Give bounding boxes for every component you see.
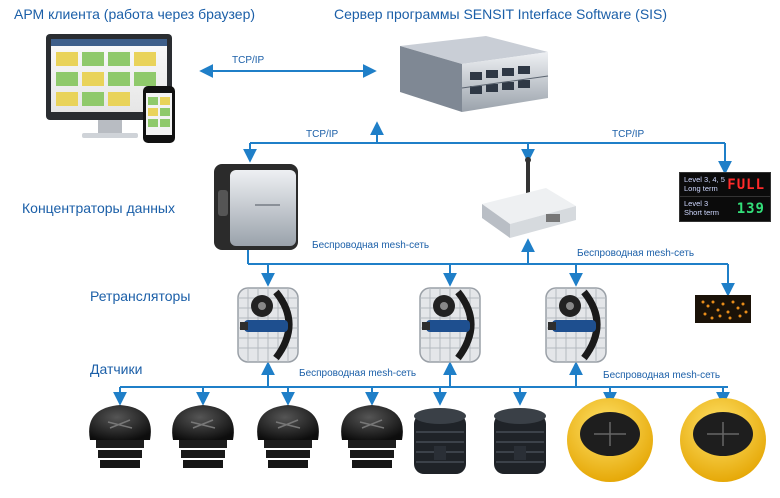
cylinder-sensor [414,408,466,474]
monitor-base [82,133,138,138]
server-label: Сервер программы SENSIT Interface Softwa… [334,6,668,22]
sensors-group [89,398,766,482]
black-sensor [257,405,319,468]
concentrator-box [214,164,298,250]
tcp-right-label: TCP/IP [612,129,645,140]
black-sensor [341,405,403,468]
repeater-device [237,287,299,363]
concentrators-label: Концентраторы данных [22,200,175,216]
led-sign [695,295,751,323]
monitor-stand [98,120,122,134]
sensors-label: Датчики [90,361,143,377]
antenna-concentrator [482,157,576,238]
repeaters-label: Ретрансляторы [90,288,191,304]
board-row1-label-line1: Level 3, 4, 5 [684,175,725,184]
board-row2-label-line1: Level 3 [684,199,709,208]
repeater-device [419,287,481,363]
network-lines [113,64,735,406]
mesh-label-sensors-left: Беспроводная mesh-сеть [299,368,417,379]
board-row2-value: 139 [736,201,765,217]
black-sensor [172,405,234,468]
board-row1-label: Level 3, 4, 5 Long term [684,175,725,193]
repeater-device [545,287,607,363]
cylinder-sensor [494,408,546,474]
board-row2-label: Level 3 Short term [684,199,719,217]
yellow-sensor [567,398,653,482]
board-row1-value: FULL [727,177,765,193]
board-row2-label-line2: Short term [684,208,720,217]
tcp-left-label: TCP/IP [306,129,339,140]
server-unit [400,36,549,112]
black-sensor [89,405,151,468]
mesh-label-right-concentrator: Беспроводная mesh-сеть [577,248,695,259]
repeaters-group [237,287,607,363]
tcp-client-label: TCP/IP [232,55,265,66]
client-workstation [46,34,175,143]
mesh-label-sensors-right: Беспроводная mesh-сеть [603,370,721,381]
board-row1-label-line2: Long term [684,184,718,193]
parking-display-board: Level 3, 4, 5 Long term FULL Level 3 Sho… [679,172,771,222]
yellow-sensor [680,398,766,482]
mesh-label-concentrators: Беспроводная mesh-сеть [312,240,430,251]
client-label: АРМ клиента (работа через браузер) [14,6,256,22]
